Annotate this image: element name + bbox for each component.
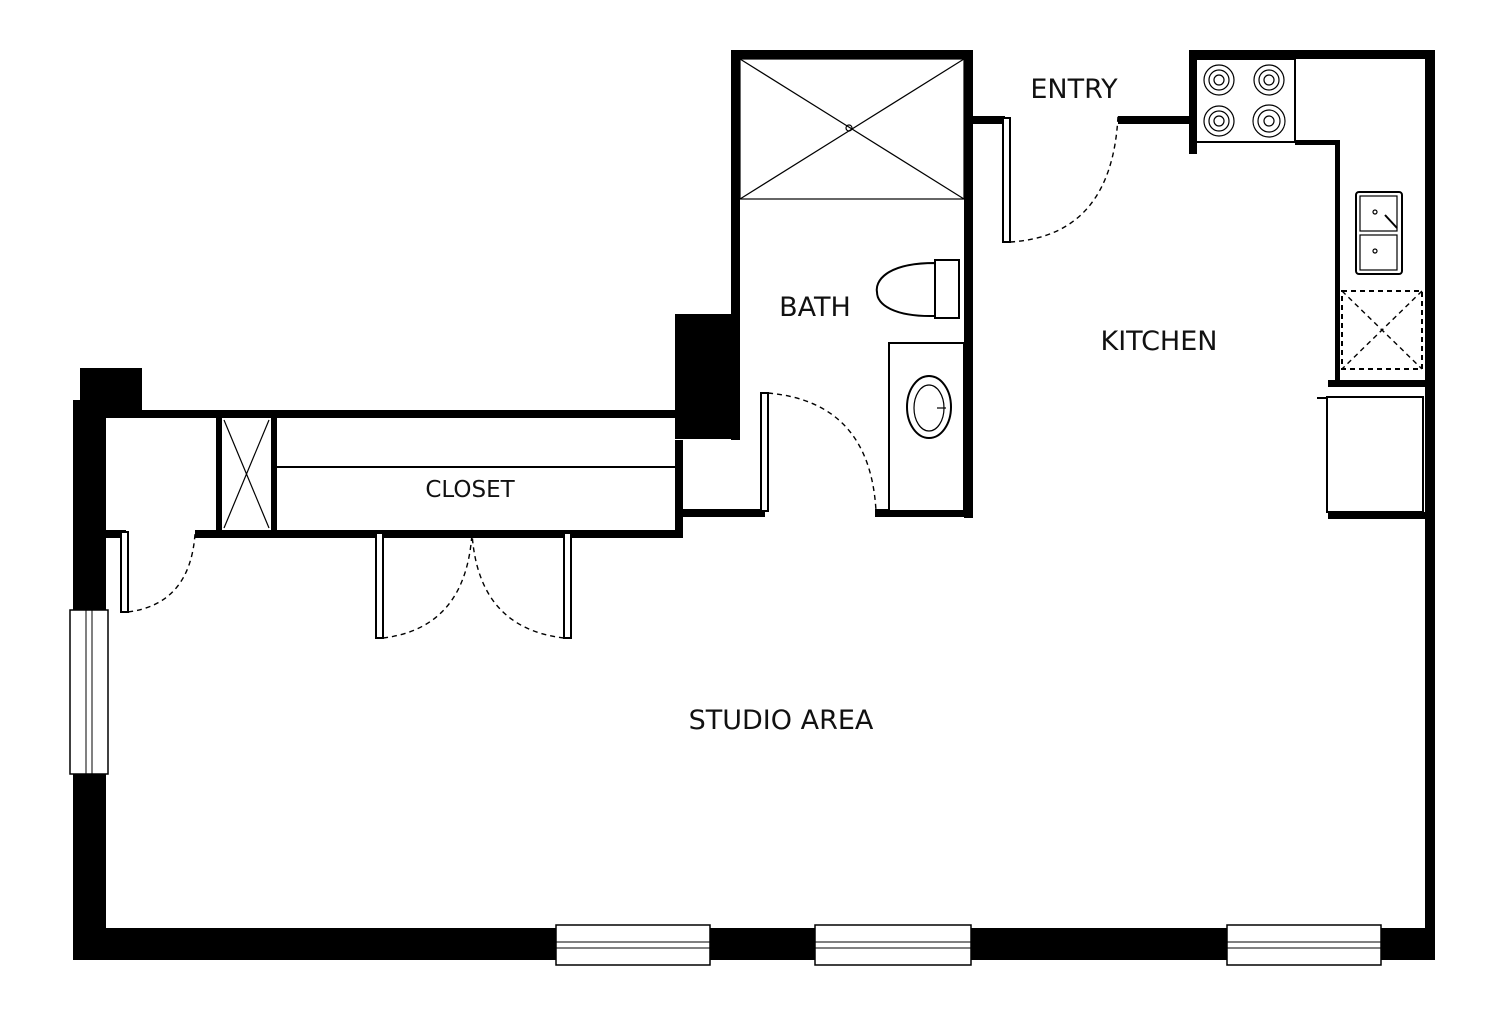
chase-x-2 (223, 419, 270, 529)
side-door[interactable] (120, 531, 196, 613)
kitchen-walls (1295, 140, 1428, 519)
window-south-1 (555, 924, 711, 966)
room-label-studio: STUDIO AREA (689, 705, 874, 736)
entry-wall-right (1118, 116, 1193, 124)
window-west (69, 609, 109, 775)
closet-walls (106, 410, 683, 538)
vanity-sink (888, 342, 965, 512)
entry-door[interactable] (1002, 115, 1119, 243)
bath-east-wall (964, 50, 973, 518)
counter-top-edge (1295, 140, 1340, 145)
east-wall (1425, 50, 1435, 960)
room-label-entry: ENTRY (1030, 74, 1118, 105)
refrigerator (1326, 396, 1424, 513)
dishwasher (1341, 290, 1423, 370)
closet-door-left[interactable] (375, 532, 473, 639)
bath-south-wall-right (875, 509, 973, 517)
entry-wall-left (970, 116, 1005, 124)
exterior-walls (73, 50, 1435, 960)
kitchen-sink (1355, 191, 1403, 275)
counter-return (1328, 380, 1428, 387)
south-wall (73, 928, 1435, 960)
stove (1195, 58, 1296, 143)
bath-north-wall (731, 50, 973, 59)
counter-front-edge (1335, 140, 1340, 385)
room-label-bath: BATH (779, 292, 851, 323)
closet-divider-left (216, 418, 222, 530)
window-south-3 (1226, 924, 1382, 966)
room-label-kitchen: KITCHEN (1101, 326, 1218, 357)
west-column (80, 368, 142, 414)
room-label-closet: CLOSET (425, 477, 515, 503)
bath-south-wall-left (683, 509, 765, 517)
closet-stub-wall (106, 530, 126, 538)
fridge-bottom (1328, 512, 1428, 519)
closet-east-wall (675, 440, 683, 538)
shower (739, 58, 965, 200)
bath-walls (675, 50, 973, 538)
kitchen-entry-jamb (1189, 50, 1197, 154)
closet-north-wall (106, 410, 680, 418)
bath-door[interactable] (760, 392, 877, 512)
kitchen-north-wall (1190, 50, 1435, 59)
bath-column (675, 314, 740, 439)
closet-door-right[interactable] (471, 532, 572, 639)
closet-south-wall (195, 530, 683, 538)
bath-west-wall (731, 50, 740, 440)
window-south-2 (814, 924, 972, 966)
closet-divider-right (271, 418, 277, 530)
toilet (875, 259, 960, 319)
